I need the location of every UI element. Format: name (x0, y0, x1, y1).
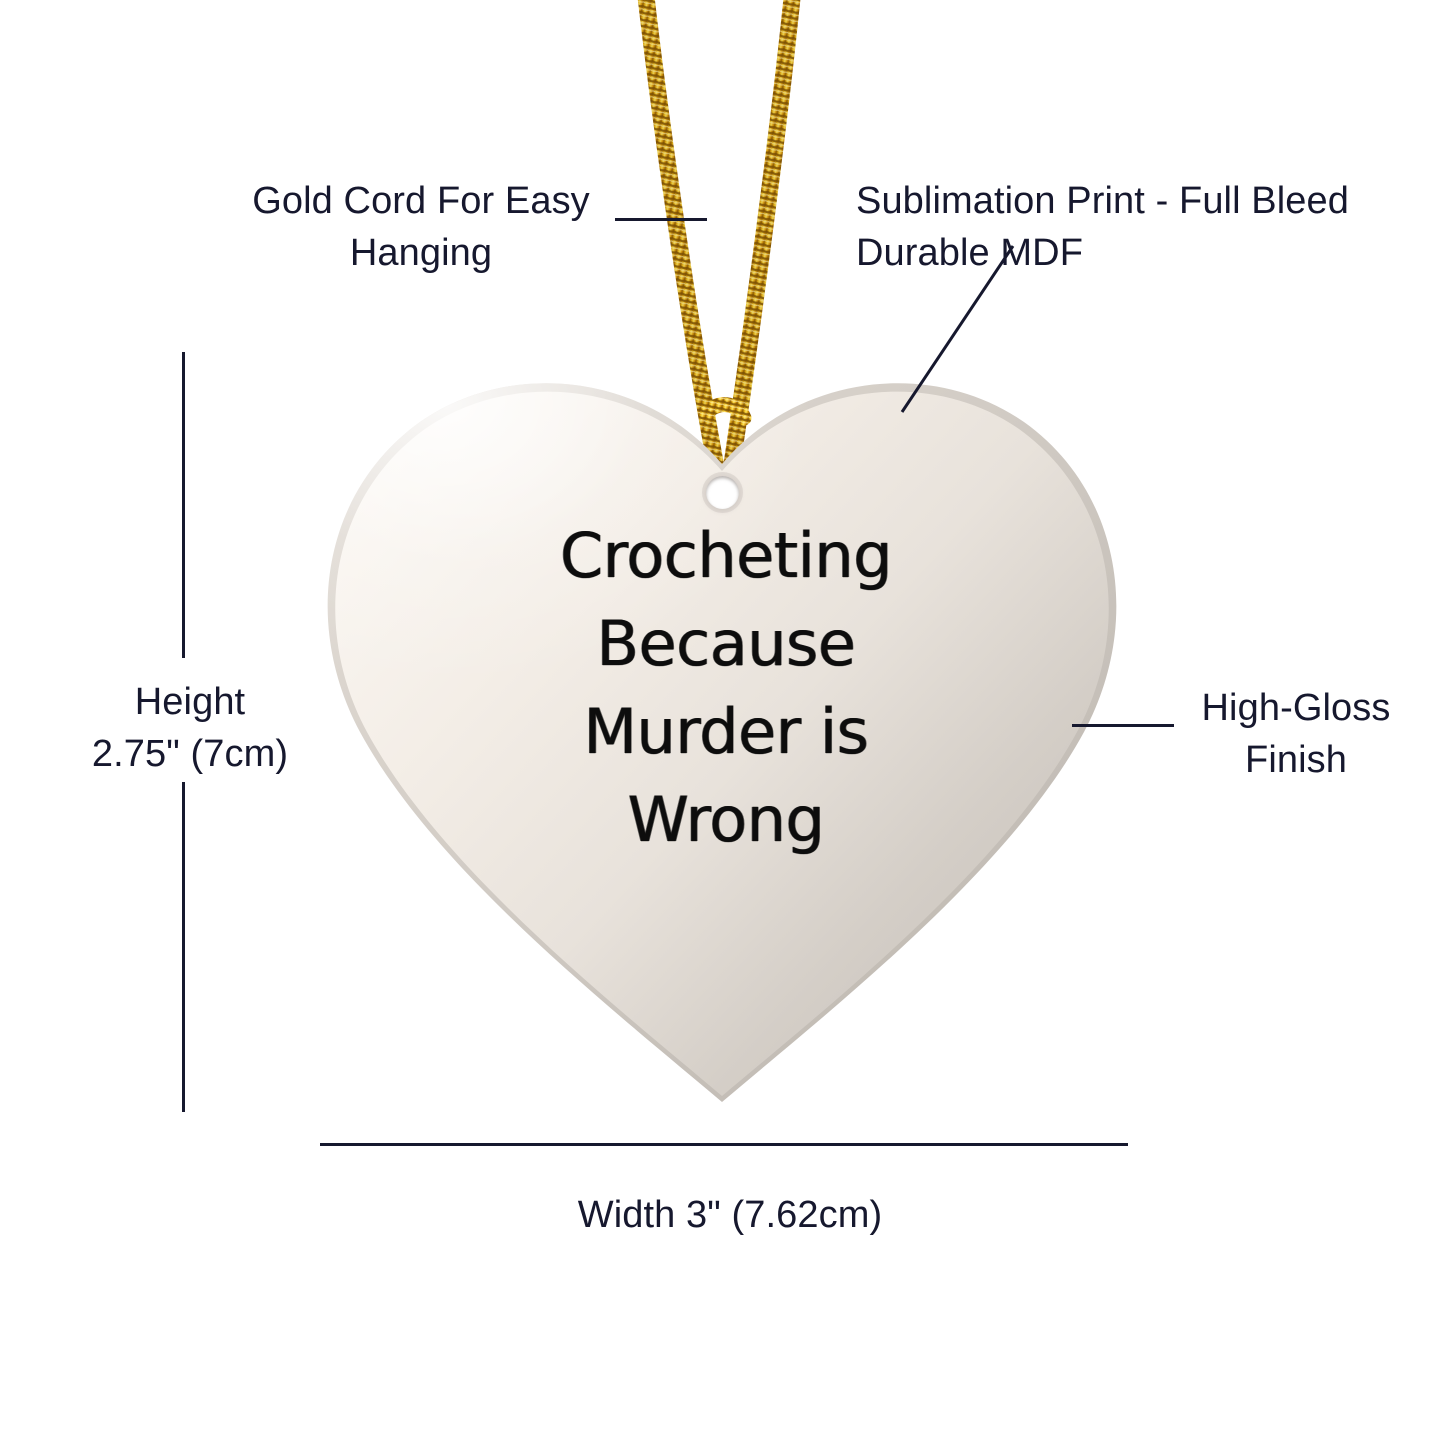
hanging-hole (706, 476, 739, 509)
heart-ornament (316, 352, 1128, 1112)
height-dimension-line-lower (182, 782, 185, 1112)
label-sublimation-print: Sublimation Print - Full Bleed Durable M… (856, 180, 1349, 275)
ornament-printed-text: Crocheting Because Murder is Wrong (559, 519, 893, 857)
width-dimension-line (320, 1143, 1128, 1146)
leader-line-sublimation (900, 245, 1015, 413)
height-dimension-line-upper (182, 352, 185, 658)
leader-line-high-gloss (1072, 724, 1174, 727)
label-width-dimension: Width 3" (7.62cm) (577, 1194, 883, 1236)
label-gold-cord: Gold Cord For Easy Hanging (252, 180, 590, 275)
label-height-dimension: Height 2.75" (7cm) (91, 681, 289, 776)
leader-line-gold-cord (615, 218, 707, 221)
label-high-gloss-finish: High-Gloss Finish (1201, 687, 1391, 782)
